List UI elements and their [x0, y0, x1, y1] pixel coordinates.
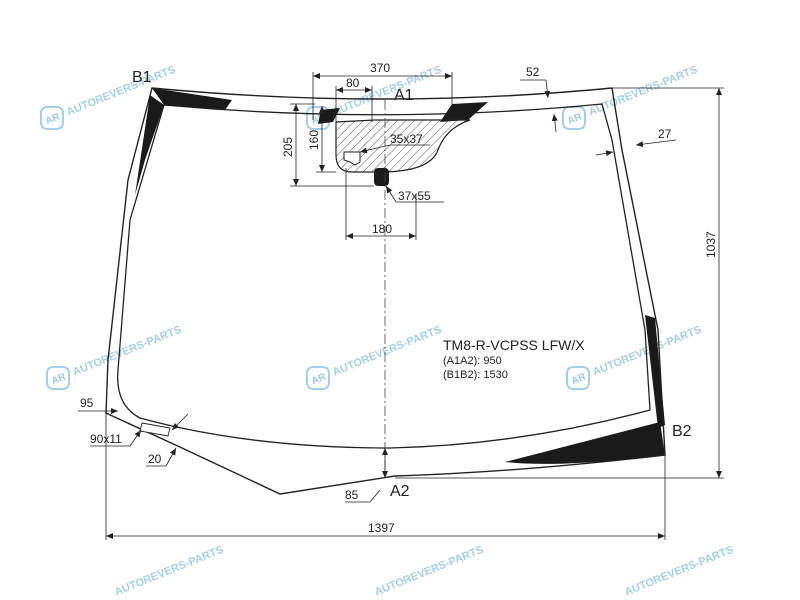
dim-27: 27	[595, 127, 677, 157]
watermark-text: AUTOREVERS-PARTS	[331, 324, 443, 379]
label-a1: A1	[394, 87, 414, 104]
inner-outline	[117, 103, 651, 449]
black-band-right	[645, 315, 665, 428]
model-code: TM8-R-VCPSS LFW/X	[443, 337, 585, 353]
svg-text:52: 52	[526, 65, 540, 79]
svg-text:1037: 1037	[704, 231, 718, 258]
watermark-logo: AR	[306, 366, 330, 390]
svg-text:1397: 1397	[368, 521, 395, 535]
svg-text:AR: AR	[44, 111, 62, 127]
svg-text:160: 160	[307, 130, 321, 150]
b1b2-measure: (B1B2): 1530	[443, 369, 508, 381]
label-b2: B2	[672, 423, 692, 440]
dim-1397: 1397	[105, 413, 666, 540]
watermark-text: AUTOREVERS-PARTS	[113, 544, 225, 599]
glass-outline	[105, 87, 666, 495]
black-band-bottom-right	[505, 422, 665, 464]
dim-85: 85	[345, 448, 388, 503]
svg-text:180: 180	[372, 222, 392, 236]
dim-1037: 1037	[395, 87, 724, 479]
watermark-logo: AR	[566, 366, 590, 390]
dim-20: 20	[146, 447, 177, 467]
svg-text:AR: AR	[570, 371, 588, 387]
dim-80: 80	[335, 76, 373, 122]
svg-text:95: 95	[80, 396, 94, 410]
a1a2-measure: (A1A2): 950	[443, 355, 502, 367]
dim-180: 180	[345, 168, 417, 240]
dim-205: 205	[281, 103, 374, 187]
watermark-text: AUTOREVERS-PARTS	[71, 324, 183, 379]
watermark-text: AUTOREVERS-PARTS	[623, 544, 735, 599]
black-band-left	[135, 95, 164, 195]
label-b1: B1	[132, 69, 152, 86]
svg-text:85: 85	[345, 488, 359, 502]
svg-text:AR: AR	[310, 371, 328, 387]
watermark-logo: AR	[46, 366, 70, 390]
dim-95: 95	[78, 396, 118, 414]
black-band-top-left	[152, 88, 232, 110]
svg-text:20: 20	[148, 452, 162, 466]
dim-35x37: 35x37	[359, 132, 430, 154]
dim-90x11: 90x11	[90, 413, 189, 447]
watermark-logo: AR	[40, 106, 64, 130]
svg-text:80: 80	[346, 76, 360, 90]
dim-160: 160	[307, 106, 336, 173]
sensor-black-block	[374, 168, 389, 186]
dim-370: 370	[312, 61, 453, 120]
sensor-area-hatched	[335, 119, 471, 173]
svg-text:27: 27	[658, 127, 672, 141]
svg-text:205: 205	[281, 137, 295, 157]
svg-text:AR: AR	[566, 111, 584, 127]
label-a2: A2	[390, 483, 410, 500]
dim-37x55: 37x55	[385, 185, 444, 203]
watermark-text: AUTOREVERS-PARTS	[373, 544, 485, 599]
svg-text:35x37: 35x37	[390, 132, 423, 146]
dim-52: 52	[520, 65, 558, 133]
svg-text:370: 370	[370, 61, 390, 75]
svg-text:AR: AR	[50, 371, 68, 387]
svg-text:37x55: 37x55	[398, 189, 431, 203]
